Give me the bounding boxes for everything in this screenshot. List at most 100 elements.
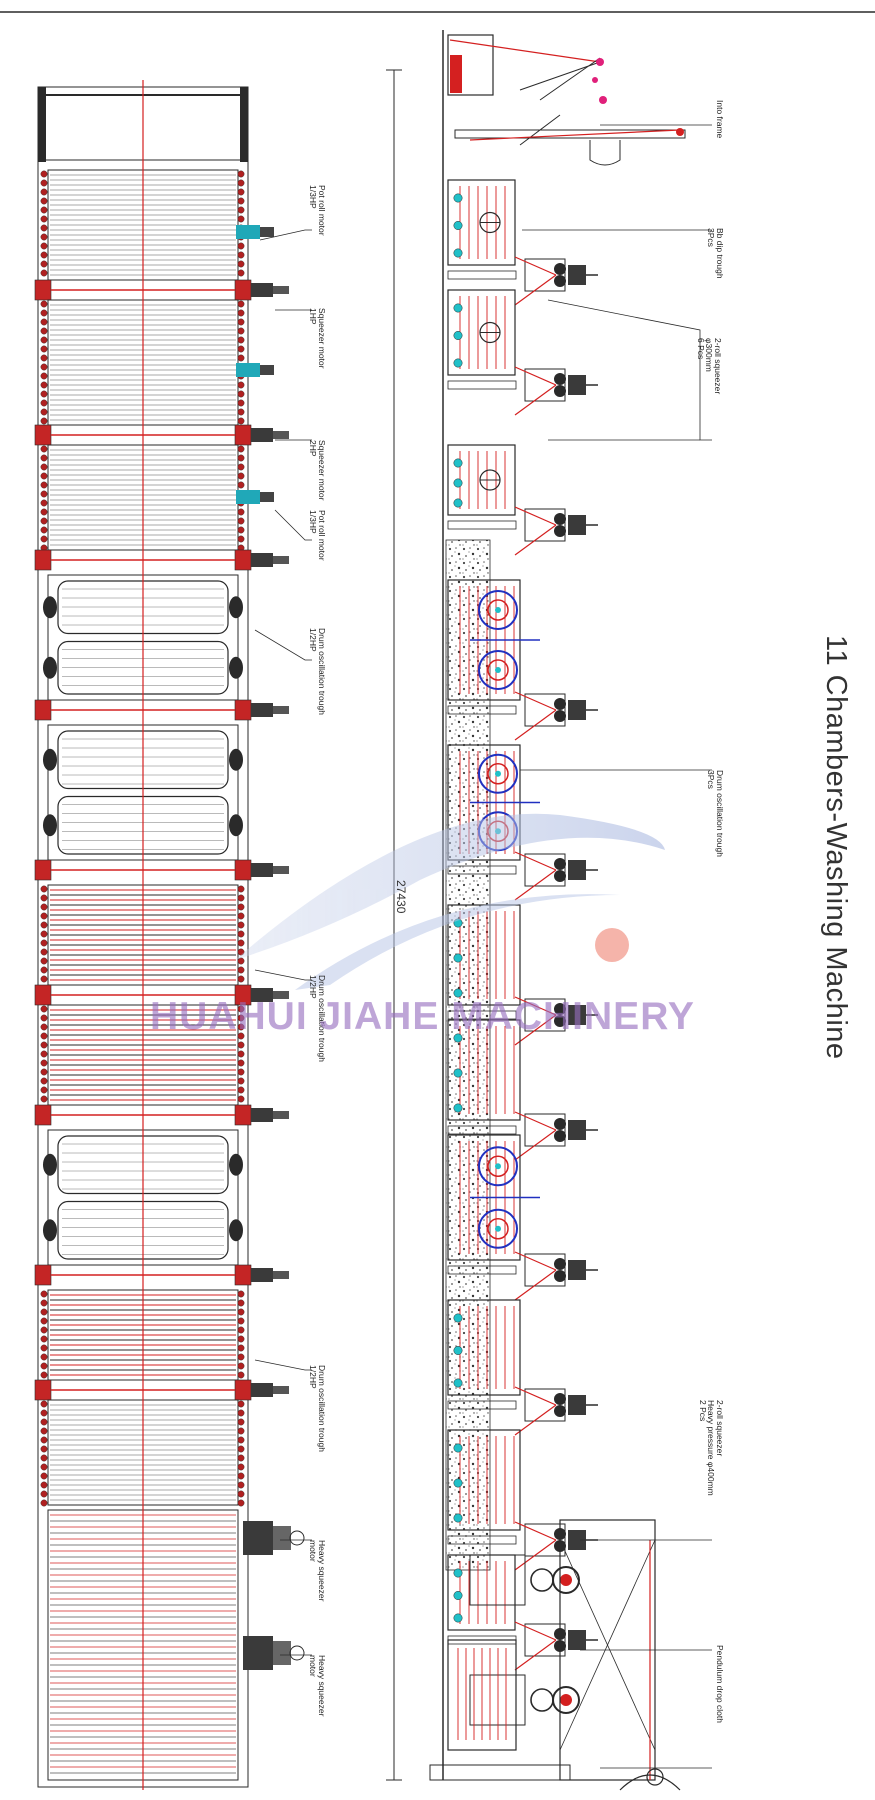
fabric-path	[514, 524, 557, 556]
final-chamber	[447, 1639, 517, 1751]
roller-end-right	[237, 1427, 245, 1435]
drum-axle	[495, 607, 501, 613]
callout-text: Drum oscillation trough	[715, 770, 725, 857]
squeezer-motor	[568, 1630, 586, 1650]
roller-end-left	[40, 1299, 48, 1307]
roller-end-left	[40, 481, 48, 489]
fabric-path	[514, 1251, 557, 1271]
squeezer-housing	[524, 1623, 566, 1657]
roller-end-right	[237, 966, 245, 974]
roller-end-left	[40, 399, 48, 407]
motor-gearbox	[273, 1271, 289, 1279]
oscillation-drum	[478, 1146, 518, 1187]
roller-end-left	[40, 179, 48, 187]
pot-roll-motor	[236, 490, 260, 504]
chamber-base	[447, 1265, 517, 1275]
heavy-motor	[243, 1521, 273, 1555]
roller-end-left	[40, 390, 48, 398]
squeezer-housing	[524, 1113, 566, 1147]
heavy-squeezer-frame	[469, 1554, 526, 1606]
roller-end-right	[237, 517, 245, 525]
roller-end-left	[40, 1059, 48, 1067]
roller-end-right	[237, 1041, 245, 1049]
roller-end-right	[237, 1490, 245, 1498]
roller-end-right	[237, 939, 245, 947]
feed-table	[454, 129, 686, 139]
roller-end-left	[40, 912, 48, 920]
roller-end-left	[40, 363, 48, 371]
roller-end-left	[40, 454, 48, 462]
squeezer-bearing-right	[234, 1104, 252, 1126]
motor-block	[251, 428, 273, 442]
roller-end-right	[237, 472, 245, 480]
roller-end-left	[40, 251, 48, 259]
squeezer-motor	[568, 375, 586, 395]
roller-end-left	[40, 1335, 48, 1343]
motor-block	[251, 1268, 273, 1282]
squeezer-housing	[524, 258, 566, 292]
roller-end-left	[40, 1472, 48, 1480]
squeezer-motor	[568, 1260, 586, 1280]
roller-end-right	[237, 251, 245, 259]
motor-gearbox	[273, 431, 289, 439]
oscillation-drum	[478, 590, 518, 630]
guide-roller-pink	[596, 58, 604, 66]
roller-end-right	[237, 1499, 245, 1507]
roller-end-right	[237, 912, 245, 920]
bottom-roller	[453, 953, 463, 963]
bottom-roller	[453, 1613, 463, 1623]
squeezer-housing	[524, 1388, 566, 1422]
roller-end-left	[40, 508, 48, 516]
guide-roller-pink-3	[592, 77, 598, 83]
chamber-base	[447, 1400, 517, 1410]
fabric-path	[514, 1621, 557, 1641]
roller-end-left	[40, 336, 48, 344]
roller-end-left	[40, 224, 48, 232]
chamber	[447, 289, 516, 376]
squeezer-housing	[524, 1523, 566, 1557]
roller-end-right	[237, 197, 245, 205]
roller-end-left	[40, 499, 48, 507]
pot-roll-gearbox	[260, 492, 274, 502]
roller-end-left	[40, 197, 48, 205]
squeezer-bearing-left	[34, 1379, 52, 1401]
plan-view	[34, 80, 305, 1790]
chamber	[447, 1299, 521, 1396]
squeezer-bearing-right	[234, 859, 252, 881]
roller-end-left	[40, 1005, 48, 1013]
bottom-roller	[453, 1346, 463, 1355]
fabric-path	[514, 1639, 557, 1671]
squeezer-roll-bottom	[554, 1130, 566, 1142]
roller-end-left	[40, 309, 48, 317]
callout-pendulum-drop-cloth: Pendulum drop cloth	[715, 1645, 725, 1723]
heavy-motor-gearbox	[273, 1641, 291, 1665]
roller-end-left	[40, 1032, 48, 1040]
motor-block	[251, 553, 273, 567]
roller-end-right	[237, 1371, 245, 1379]
callout-text: 2-roll squeezer	[713, 338, 723, 395]
drum-end-right	[229, 656, 243, 679]
roller-end-left	[40, 1445, 48, 1453]
squeezer-bearing-right	[234, 549, 252, 571]
fabric-path	[514, 1111, 557, 1131]
roller-end-left	[40, 1353, 48, 1361]
fabric-path-entry	[449, 39, 601, 63]
roller-end-left	[40, 1427, 48, 1435]
chamber-base	[447, 380, 517, 390]
pendulum-brace-2	[559, 1539, 656, 1751]
callout-text: Heavy pressure φ400mm	[706, 1400, 717, 1496]
roller-end-right	[237, 1362, 245, 1370]
roller-end-left	[40, 1317, 48, 1325]
motor-gearbox	[273, 706, 289, 714]
oscillation-drum	[478, 650, 518, 690]
swoosh-lower	[295, 894, 620, 990]
callout-heavy-squeezer-motor-1: Heavy squeezer motor	[309, 1540, 328, 1601]
bottom-roller	[453, 1513, 463, 1523]
roller-end-right	[237, 885, 245, 893]
squeezer-roll-bottom	[554, 275, 566, 287]
roller-end-left	[40, 188, 48, 196]
roller-end-left	[40, 1436, 48, 1444]
watermark-logo	[235, 813, 665, 990]
fabric-path	[514, 384, 557, 416]
